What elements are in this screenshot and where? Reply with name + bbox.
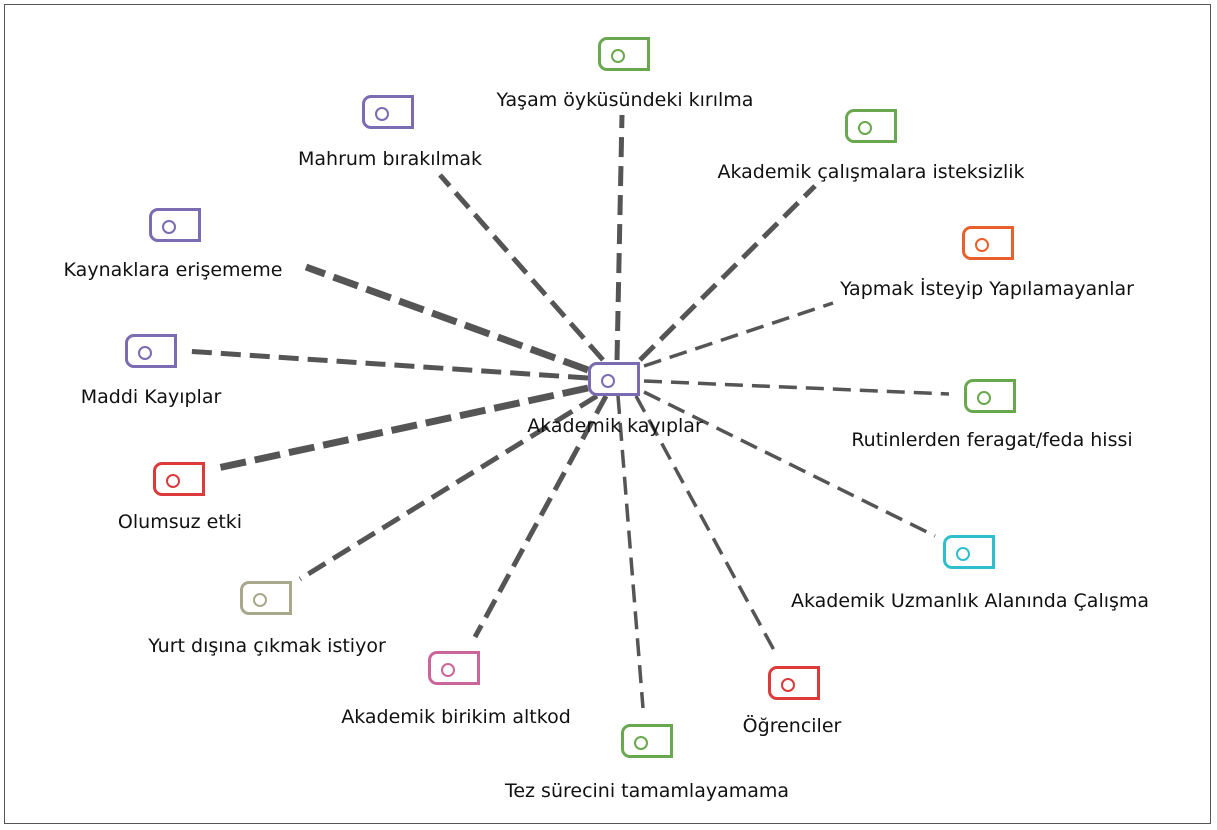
node-label-maddi[interactable]: Maddi Kayıplar [80,386,222,408]
edge-ogrenciler [634,395,777,653]
tag-hole-icon [138,346,152,360]
code-tag-icon[interactable] [962,226,1014,260]
node-label-center[interactable]: Akademik kayıplar [527,415,703,437]
tag-hole-icon [601,374,615,388]
tag-hole-icon [956,547,970,561]
code-tag-icon[interactable] [845,109,897,143]
tag-hole-icon [975,238,989,252]
diagram-frame [4,4,1211,824]
node-label-ogrenciler[interactable]: Öğrenciler [742,715,842,737]
code-tag-icon[interactable] [768,666,820,700]
code-tag-icon[interactable] [428,651,480,685]
code-tag-icon[interactable] [125,334,177,368]
tag-hole-icon [611,49,625,63]
code-tag-icon[interactable] [588,362,640,396]
node-label-yurtdisi[interactable]: Yurt dışına çıkmak istiyor [148,635,386,657]
tag-hole-icon [781,678,795,692]
code-tag-icon[interactable] [362,95,414,129]
node-label-uzmanlik[interactable]: Akademik Uzmanlık Alanında Çalışma [790,590,1150,612]
edge-rutinler [643,379,950,396]
tag-hole-icon [441,663,455,677]
edge-tez [616,395,645,709]
edge-mahrum [438,173,605,362]
node-label-birikim[interactable]: Akademik birikim altkod [341,706,571,728]
edge-yurtdisi [298,393,599,582]
edge-yapmak [643,301,834,368]
code-tag-icon[interactable] [621,724,673,758]
node-label-kaynaklar[interactable]: Kaynaklara erişememe [63,259,283,281]
code-tag-icon[interactable] [240,581,292,615]
code-tag-icon[interactable] [598,37,650,71]
edge-birikim [472,394,609,639]
edge-olumsuz [212,384,589,473]
edge-yasam [614,114,625,361]
tag-hole-icon [977,391,991,405]
tag-hole-icon [858,121,872,135]
code-tag-icon[interactable] [943,535,995,569]
node-label-olumsuz[interactable]: Olumsuz etki [117,511,243,533]
tag-hole-icon [162,220,176,234]
node-label-rutinler[interactable]: Rutinlerden feragat/feda hissi [851,429,1133,451]
tag-hole-icon [166,474,180,488]
edge-maddi [184,348,589,381]
edge-kaynaklar [304,263,590,374]
edge-akademik-calisma [638,184,817,362]
tag-hole-icon [375,107,389,121]
code-tag-icon[interactable] [149,208,201,242]
node-label-akademik-calisma[interactable]: Akademik çalışmalara isteksizlik [717,161,1025,183]
node-label-yapmak[interactable]: Yapmak İsteyip Yapılamayanlar [840,278,1134,300]
tag-hole-icon [253,593,267,607]
edge-uzmanlik [643,390,936,538]
node-label-mahrum[interactable]: Mahrum bırakılmak [298,148,482,170]
tag-hole-icon [634,736,648,750]
node-label-yasam[interactable]: Yaşam öyküsündeki kırılma [496,89,754,111]
code-tag-icon[interactable] [153,462,205,496]
node-label-tez[interactable]: Tez sürecini tamamlayamama [504,780,790,802]
code-tag-icon[interactable] [964,379,1016,413]
